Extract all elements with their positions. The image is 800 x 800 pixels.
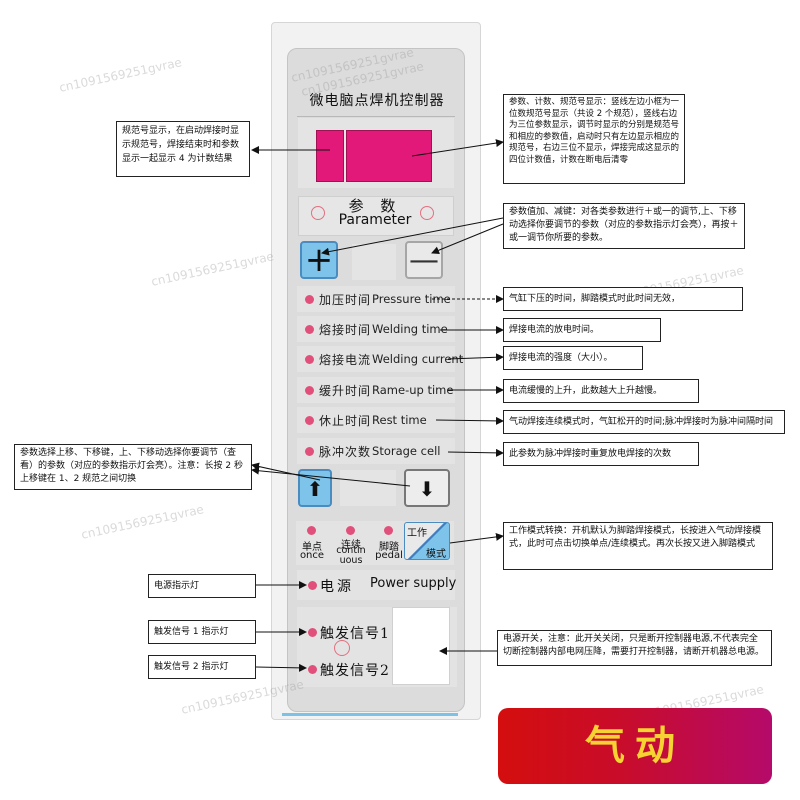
arrow-down xyxy=(251,466,411,487)
callout-mode: 工作模式转换：开机默认为脚踏焊接模式，长按进入气动焊接模式，此时可点击切换单点/… xyxy=(503,522,773,570)
mode-once-led xyxy=(307,526,316,535)
trigger1-indicator-led xyxy=(308,628,317,637)
param-row-pressure-time: 加压时间 Pressure time xyxy=(297,286,455,312)
arrow-pulse xyxy=(447,448,504,457)
arrow-up xyxy=(251,462,321,481)
callout-pressure: 气缸下压的时间，脚踏模式时此时间无效， xyxy=(503,287,743,311)
param-row-label-en: Rame-up time xyxy=(372,383,454,397)
callout-welding-time: 焊接电流的放电时间。 xyxy=(503,318,661,342)
callout-spec-display: 规范号显示，在启动焊接时显示规范号，焊接结束时和参数显示一起显示 4 为计数结果 xyxy=(116,121,250,177)
arrow-param-display xyxy=(411,139,504,157)
work-mode-button[interactable] xyxy=(404,522,450,560)
spec-number-display xyxy=(316,130,344,182)
mode-continuous-label-cn: 连续 xyxy=(341,540,361,551)
parameter-left-indicator xyxy=(311,206,325,220)
arrow-mode xyxy=(449,532,504,544)
power-label-cn: 电源 xyxy=(320,579,354,595)
parameter-value-display xyxy=(346,130,432,182)
power-strip xyxy=(297,570,455,600)
parameter-label-en: Parameter xyxy=(338,212,412,228)
param-row-welding-current: 熔接电流 Welding current xyxy=(297,346,463,372)
param-row-welding-time: 熔接时间 Welding time xyxy=(297,316,455,342)
arrow-rest xyxy=(435,416,504,425)
param-row-rest-time: 休止时间 Rest time xyxy=(297,407,455,433)
mode-continuous-led xyxy=(346,526,355,535)
arrow-welding-current xyxy=(447,353,504,362)
param-row-label-cn: 脉冲次数 xyxy=(319,444,372,459)
mode-pedal-label-cn: 脚踏 xyxy=(379,542,399,553)
trigger-ring-indicator xyxy=(334,640,350,656)
param-row-label-en: Welding time xyxy=(372,322,448,336)
param-row-label-cn: 缓升时间 xyxy=(319,383,372,398)
plus-button[interactable]: + xyxy=(300,241,338,279)
param-indicator-led xyxy=(305,294,314,304)
callout-trigger1-led: 触发信号 1 指示灯 xyxy=(148,620,256,644)
mode-button-label-top: 工作 xyxy=(407,528,427,539)
arrow-plus xyxy=(321,217,504,256)
callout-param-display: 参数、计数、规范号显示：竖线左边小框为一位数规范号显示（共设 2 个规范），竖线… xyxy=(503,94,685,184)
callout-plus-minus: 参数值加、减键：对各类参数进行＋或一的调节,上、下移动选择你要调节的参数（对应的… xyxy=(503,203,745,249)
param-row-storage-cell: 脉冲次数 Storage cell xyxy=(297,438,455,464)
param-row-label-cn: 熔接电流 xyxy=(319,352,372,367)
param-row-label-en: Welding current xyxy=(372,352,464,366)
param-indicator-led xyxy=(305,354,314,364)
param-row-label-en: Pressure time xyxy=(372,292,451,306)
callout-rest: 气动焊接连续模式时，气缸松开的时间;脉冲焊接时为脉冲间隔时间 xyxy=(503,410,785,434)
param-indicator-led xyxy=(305,446,314,456)
arrow-minus xyxy=(431,223,504,255)
parameter-label-cn: 参 数 xyxy=(348,197,402,215)
panel-title: 微电脑点焊机控制器 xyxy=(309,93,445,109)
callout-trigger2-led: 触发信号 2 指示灯 xyxy=(148,655,256,679)
param-row-label-en: Rest time xyxy=(372,413,427,427)
mode-once-label-en: once xyxy=(299,550,325,561)
param-indicator-led xyxy=(305,385,314,395)
down-button[interactable]: ⬇ xyxy=(404,469,450,507)
mode-continuous-label-en: contin uous xyxy=(336,545,366,566)
callout-updown: 参数选择上移、下移键，上、下移动选择你要调节（查看）的参数（对应的参数指示灯会亮… xyxy=(14,444,252,490)
param-row-label-cn: 加压时间 xyxy=(319,292,372,307)
param-row-label-cn: 熔接时间 xyxy=(319,322,372,337)
param-indicator-led xyxy=(305,415,314,425)
mode-once-label-cn: 单点 xyxy=(302,542,322,553)
callout-power-led: 电源指示灯 xyxy=(148,574,256,598)
mode-pedal-led xyxy=(384,526,393,535)
trigger2-indicator-led xyxy=(308,665,317,674)
updown-gap xyxy=(340,470,396,506)
power-indicator-led xyxy=(308,581,317,590)
trigger2-label: 触发信号2 xyxy=(320,663,390,679)
panel-bottom-accent xyxy=(282,713,458,716)
callout-welding-current: 焊接电流的强度（大小）。 xyxy=(503,346,643,370)
callout-pulse: 此参数为脉冲焊接时重复放电焊接的次数 xyxy=(503,442,699,466)
arrow-up-icon: ⬆ xyxy=(306,477,324,501)
param-row-ramp-up-time: 缓升时间 Rame-up time xyxy=(297,377,455,403)
pneumatic-badge-text: 气动 xyxy=(585,723,685,769)
pneumatic-badge xyxy=(498,708,772,784)
param-row-label-cn: 休止时间 xyxy=(319,413,372,428)
parameter-right-indicator xyxy=(420,206,434,220)
mode-button-label-bottom: 模式 xyxy=(426,549,446,560)
callout-ramp: 电流缓慢的上升，此数越大上升越慢。 xyxy=(503,379,699,403)
trigger1-label: 触发信号1 xyxy=(320,626,390,642)
arrow-down-icon: ⬇ xyxy=(418,477,436,501)
key-gap xyxy=(352,244,396,280)
param-indicator-led xyxy=(305,324,314,334)
power-switch-slot[interactable] xyxy=(392,607,450,685)
title-divider xyxy=(297,116,455,117)
callout-power-switch: 电源开关，注意：此开关关闭，只是断开控制器电源,不代表完全切断控制器内部电网压降… xyxy=(497,630,772,666)
arrow-trigger2-led xyxy=(255,663,307,672)
mode-pedal-label-en: pedal xyxy=(375,550,403,561)
param-row-label-en: Storage cell xyxy=(372,444,441,458)
power-label-en: Power supply xyxy=(370,576,457,591)
